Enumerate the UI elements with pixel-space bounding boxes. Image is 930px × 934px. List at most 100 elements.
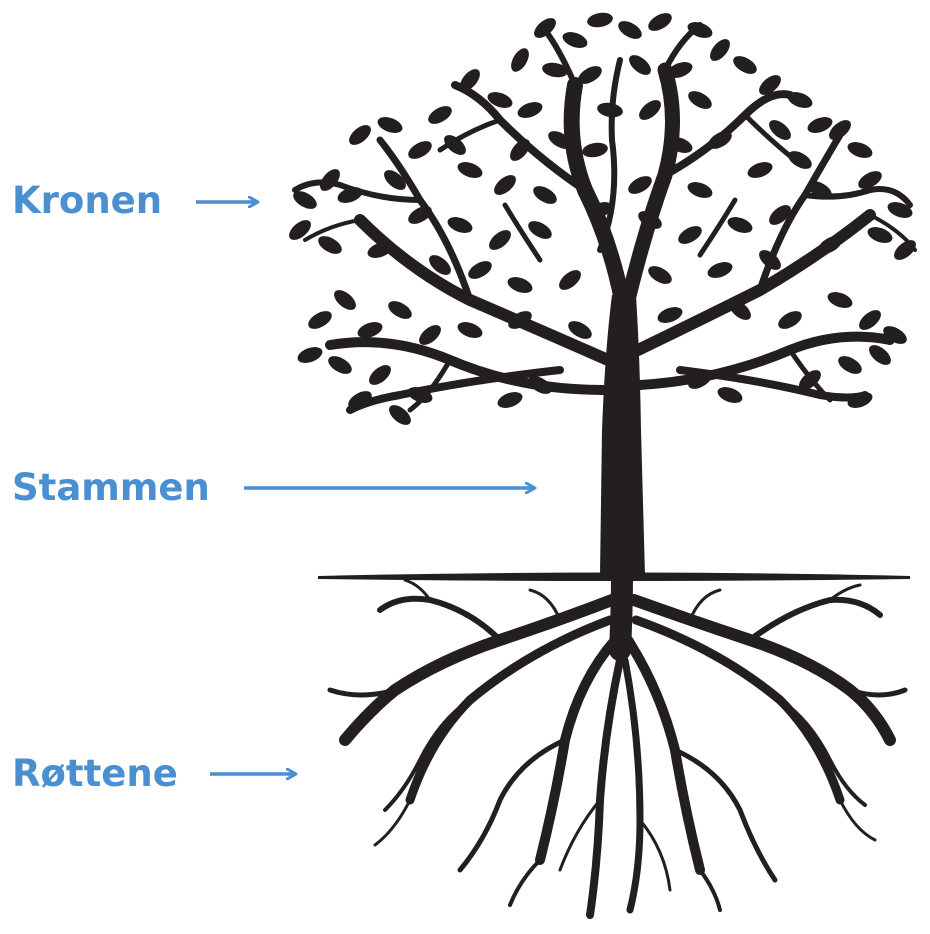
leaf	[883, 326, 907, 344]
leaf	[389, 405, 411, 425]
leaf	[468, 261, 492, 279]
leaf	[534, 18, 556, 38]
leaf	[457, 322, 483, 338]
leaf	[747, 162, 773, 178]
leaf	[582, 142, 608, 158]
leaf	[408, 206, 432, 224]
leaf	[847, 392, 873, 408]
leaf	[687, 182, 713, 198]
tree-leaves	[289, 12, 916, 425]
leaf	[578, 66, 602, 84]
leaf	[618, 21, 642, 39]
leaf	[667, 137, 693, 153]
leaf	[707, 262, 733, 278]
leaf	[827, 292, 853, 308]
leaf	[348, 391, 372, 409]
tree-roots	[327, 564, 908, 919]
leaf	[357, 322, 383, 338]
leaf	[457, 162, 483, 178]
leaf	[858, 171, 882, 189]
leaf	[639, 100, 661, 120]
leaf	[808, 181, 832, 199]
leaf	[787, 92, 813, 108]
leaf	[818, 236, 842, 254]
leaf	[318, 236, 342, 254]
leaf	[562, 32, 588, 48]
leaf	[727, 217, 753, 233]
leaf	[460, 69, 480, 91]
leaf	[308, 311, 332, 329]
leaf	[328, 356, 352, 374]
leaf	[638, 211, 662, 229]
leaf	[587, 202, 613, 218]
leaf	[708, 131, 732, 149]
leaf	[548, 131, 572, 149]
leaf	[859, 310, 881, 330]
leaf	[759, 75, 781, 95]
leaf	[320, 169, 340, 191]
leaf	[568, 321, 592, 339]
leaf	[408, 141, 432, 159]
leaf	[648, 13, 672, 31]
leaf	[587, 12, 613, 28]
leaf	[447, 217, 473, 233]
leaf	[377, 117, 403, 133]
leaf	[847, 142, 873, 158]
leaf	[678, 226, 702, 244]
trunk-label: Stammen	[12, 466, 210, 509]
roots-label: Røttene	[12, 752, 178, 795]
leaf	[769, 205, 791, 225]
leaf	[297, 347, 323, 363]
leaf	[428, 106, 452, 124]
leaf	[517, 102, 543, 118]
leaf	[349, 125, 371, 145]
leaf	[597, 102, 623, 118]
leaf	[887, 202, 913, 218]
leaf	[489, 230, 511, 250]
leaf	[759, 250, 781, 270]
leaf	[628, 176, 652, 194]
leaf	[384, 170, 406, 190]
leaf	[419, 325, 441, 345]
leaf	[444, 135, 466, 155]
leaf	[807, 117, 833, 133]
leaf	[487, 92, 513, 108]
leaf	[369, 365, 391, 385]
leaf	[687, 22, 713, 38]
leaf	[429, 255, 451, 275]
leaf	[494, 175, 516, 195]
leaf	[867, 227, 893, 243]
leaf	[497, 392, 523, 408]
leaf	[367, 242, 393, 258]
leaf	[894, 240, 916, 260]
leaf	[559, 270, 581, 290]
leaf	[648, 266, 672, 284]
leaf	[788, 151, 812, 169]
leaf	[729, 300, 751, 320]
leaf	[778, 311, 802, 329]
leaf	[799, 370, 821, 390]
leaf	[717, 387, 743, 403]
leaf	[688, 371, 712, 389]
leaf	[829, 120, 851, 140]
leaf	[769, 120, 791, 140]
leaf	[838, 356, 862, 374]
leaf	[337, 187, 363, 203]
tree-branches	[292, 22, 917, 414]
leaf	[388, 301, 412, 319]
leaf	[293, 191, 317, 209]
leaf	[667, 62, 693, 78]
leaf	[511, 48, 529, 72]
leaf	[869, 345, 891, 365]
leaf	[688, 91, 712, 109]
leaf	[710, 39, 730, 61]
leaf	[528, 221, 552, 239]
leaf	[657, 307, 683, 323]
crown-label: Kronen	[12, 179, 163, 222]
leaf	[507, 277, 533, 293]
leaf	[528, 376, 552, 394]
leaf	[629, 55, 651, 75]
leaf	[533, 186, 557, 204]
leaf	[289, 220, 311, 240]
